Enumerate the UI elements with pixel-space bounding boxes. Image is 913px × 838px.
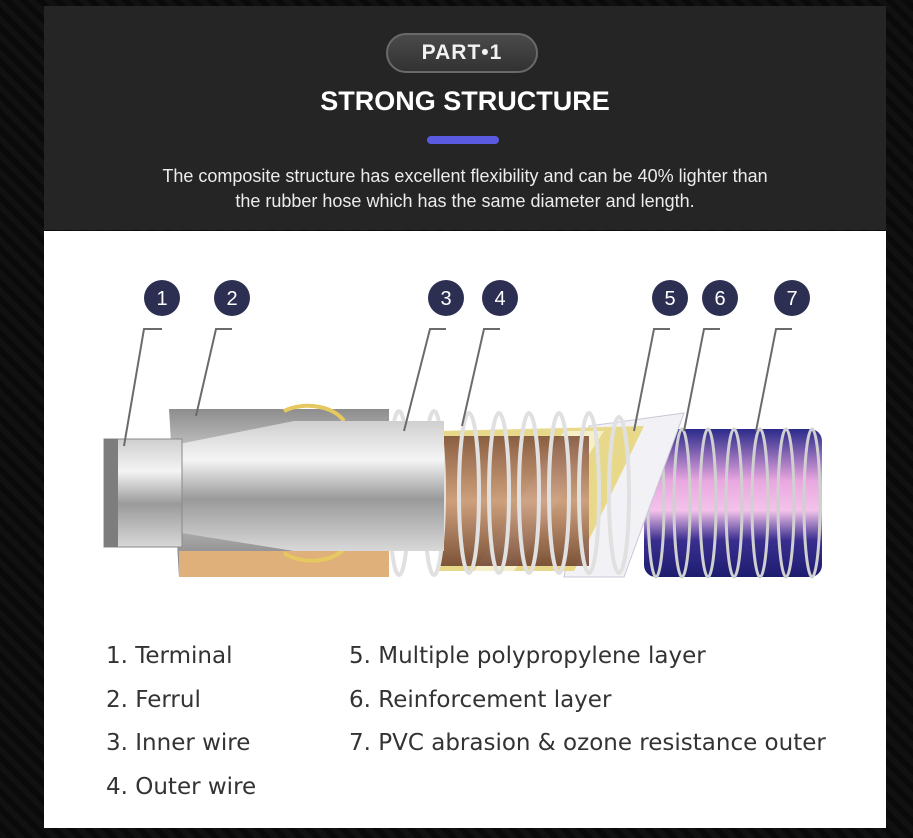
legend-item: 3. Inner wire xyxy=(106,730,251,756)
inner-tube xyxy=(169,421,444,551)
legend-item: 5. Multiple polypropylene layer xyxy=(349,643,706,669)
marker-3: 3 xyxy=(428,280,464,316)
marker-7-label: 7 xyxy=(786,288,797,310)
copper-core xyxy=(439,436,589,566)
title-underline xyxy=(427,136,499,144)
marker-3-label: 3 xyxy=(440,288,451,310)
terminal xyxy=(103,438,183,548)
marker-1: 1 xyxy=(144,280,180,316)
marker-4: 4 xyxy=(482,280,518,316)
marker-6: 6 xyxy=(702,280,738,316)
subtitle-line-2: the rubber hose which has the same diame… xyxy=(235,191,695,211)
legend-item: 6. Reinforcement layer xyxy=(349,686,612,713)
legend-left: 1. Terminal 2. Ferrul 3. Inner wire 4. O… xyxy=(106,635,256,809)
legend-item: 2. Ferrul xyxy=(106,686,201,713)
marker-2: 2 xyxy=(214,280,250,316)
legend-item: 4. Outer wire xyxy=(106,773,257,800)
marker-7: 7 xyxy=(774,280,810,316)
legend-item: 1. Terminal xyxy=(106,643,233,669)
marker-2-label: 2 xyxy=(226,288,237,310)
subtitle-line-1: The composite structure has excellent fl… xyxy=(162,166,768,186)
marker-5: 5 xyxy=(652,280,688,316)
diagram-panel: 1 2 3 4 5 6 7 xyxy=(44,231,886,828)
legend-item: 7. PVC abrasion & ozone resistance outer xyxy=(349,730,826,756)
outer-pvc-layer xyxy=(644,427,822,579)
hose-structure-diagram: 1 2 3 4 5 6 7 xyxy=(103,280,822,579)
header-section: PART•1 STRONG STRUCTURE The composite st… xyxy=(44,6,886,230)
marker-5-label: 5 xyxy=(664,288,675,310)
leader-lines xyxy=(123,328,792,447)
legend-right: 5. Multiple polypropylene layer 6. Reinf… xyxy=(349,635,826,766)
marker-6-label: 6 xyxy=(714,288,725,310)
marker-1-label: 1 xyxy=(156,288,167,310)
part-badge: PART•1 xyxy=(386,33,538,73)
marker-4-label: 4 xyxy=(494,288,505,310)
section-title: STRONG STRUCTURE xyxy=(320,86,610,116)
section-subtitle: The composite structure has excellent fl… xyxy=(84,164,846,214)
